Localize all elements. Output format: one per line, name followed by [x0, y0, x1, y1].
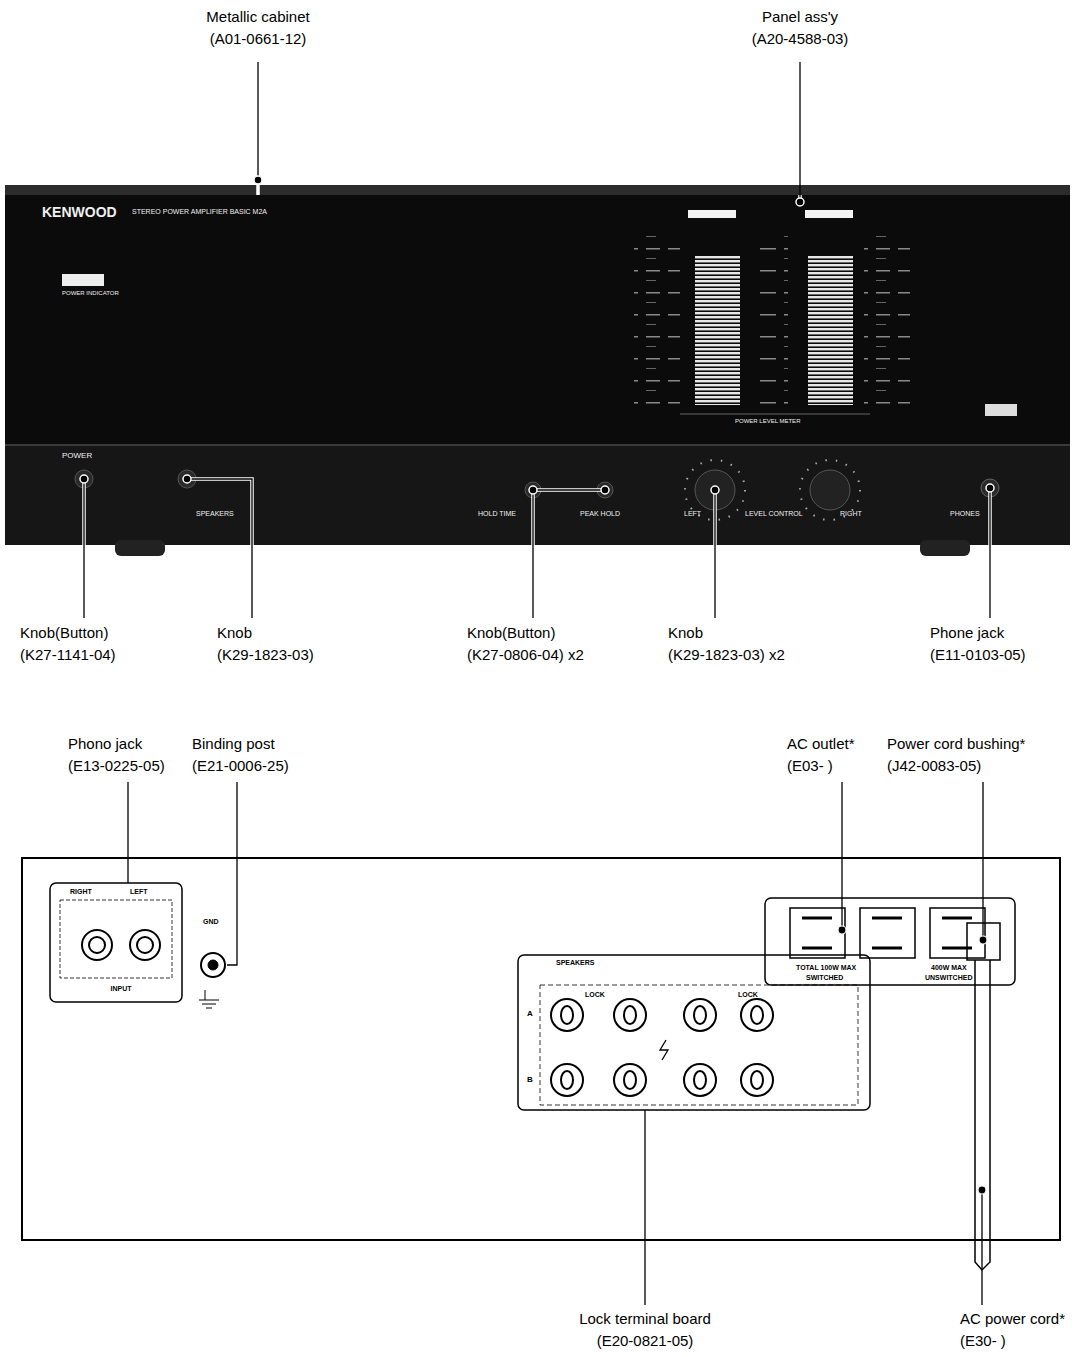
panel-legend: STEREO POWER AMPLIFIER BASIC M2A — [132, 208, 267, 216]
part-name: Binding post — [192, 735, 275, 752]
part-name: Phono jack — [68, 735, 142, 752]
part-number: (E03- ) — [787, 757, 833, 774]
part-name: AC power cord* — [960, 1310, 1065, 1327]
panel-legend: LOCK — [585, 991, 605, 999]
rear-view — [22, 858, 1060, 1270]
brand-logo: KENWOOD — [42, 204, 117, 220]
panel-legend: PHONES — [950, 510, 980, 518]
panel-legend: UNSWITCHED — [925, 974, 972, 982]
front-view — [5, 185, 1070, 556]
panel-legend: LOCK — [738, 991, 758, 999]
part-name: AC outlet* — [787, 735, 855, 752]
panel-legend: GND — [203, 918, 219, 926]
part-number: (K29-1823-03) x2 — [668, 646, 785, 663]
panel-legend: SPEAKERS — [556, 959, 595, 967]
panel-legend: LEVEL CONTROL — [745, 510, 803, 518]
panel-legend: INPUT — [111, 985, 132, 993]
part-number: (J42-0083-05) — [887, 757, 981, 774]
leader-lines — [128, 782, 987, 1305]
panel-legend: LEFT — [684, 510, 701, 518]
panel-legend: RIGHT — [70, 888, 92, 896]
part-name: Power cord bushing* — [887, 735, 1025, 752]
panel-legend: SPEAKERS — [196, 510, 234, 518]
part-number: (E21-0006-25) — [192, 757, 289, 774]
part-name: Knob(Button) — [20, 624, 108, 641]
part-name: Metallic cabinet — [206, 8, 309, 25]
panel-legend: A — [527, 1009, 533, 1018]
part-number: (K27-1141-04) — [20, 646, 116, 663]
panel-legend: TOTAL 100W MAX — [796, 964, 856, 972]
part-number: (A01-0661-12) — [210, 30, 307, 47]
part-name: Knob — [217, 624, 252, 641]
panel-legend: POWER LEVEL METER — [735, 418, 800, 425]
part-name: Lock terminal board — [579, 1310, 711, 1327]
part-number: (K27-0806-04) x2 — [467, 646, 584, 663]
part-number: (E30- ) — [960, 1332, 1006, 1349]
part-name: Knob — [668, 624, 703, 641]
part-name: Phone jack — [930, 624, 1004, 641]
part-number: (E13-0225-05) — [68, 757, 165, 774]
part-name: Panel ass'y — [762, 8, 838, 25]
part-number: (E20-0821-05) — [597, 1332, 694, 1349]
panel-legend: SWITCHED — [806, 974, 843, 982]
part-number: (K29-1823-03) — [217, 646, 314, 663]
panel-legend: POWER INDICATOR — [62, 290, 119, 297]
part-name: Knob(Button) — [467, 624, 555, 641]
panel-legend: 400W MAX — [931, 964, 967, 972]
panel-legend: POWER — [62, 451, 92, 460]
part-number: (A20-4588-03) — [752, 30, 849, 47]
panel-legend: RIGHT — [840, 510, 862, 518]
leader-lines — [80, 62, 994, 618]
panel-legend: LEFT — [130, 888, 148, 896]
panel-legend: HOLD TIME — [478, 510, 516, 518]
part-number: (E11-0103-05) — [930, 646, 1026, 663]
panel-legend: B — [527, 1075, 533, 1084]
panel-legend: PEAK HOLD — [580, 510, 620, 518]
